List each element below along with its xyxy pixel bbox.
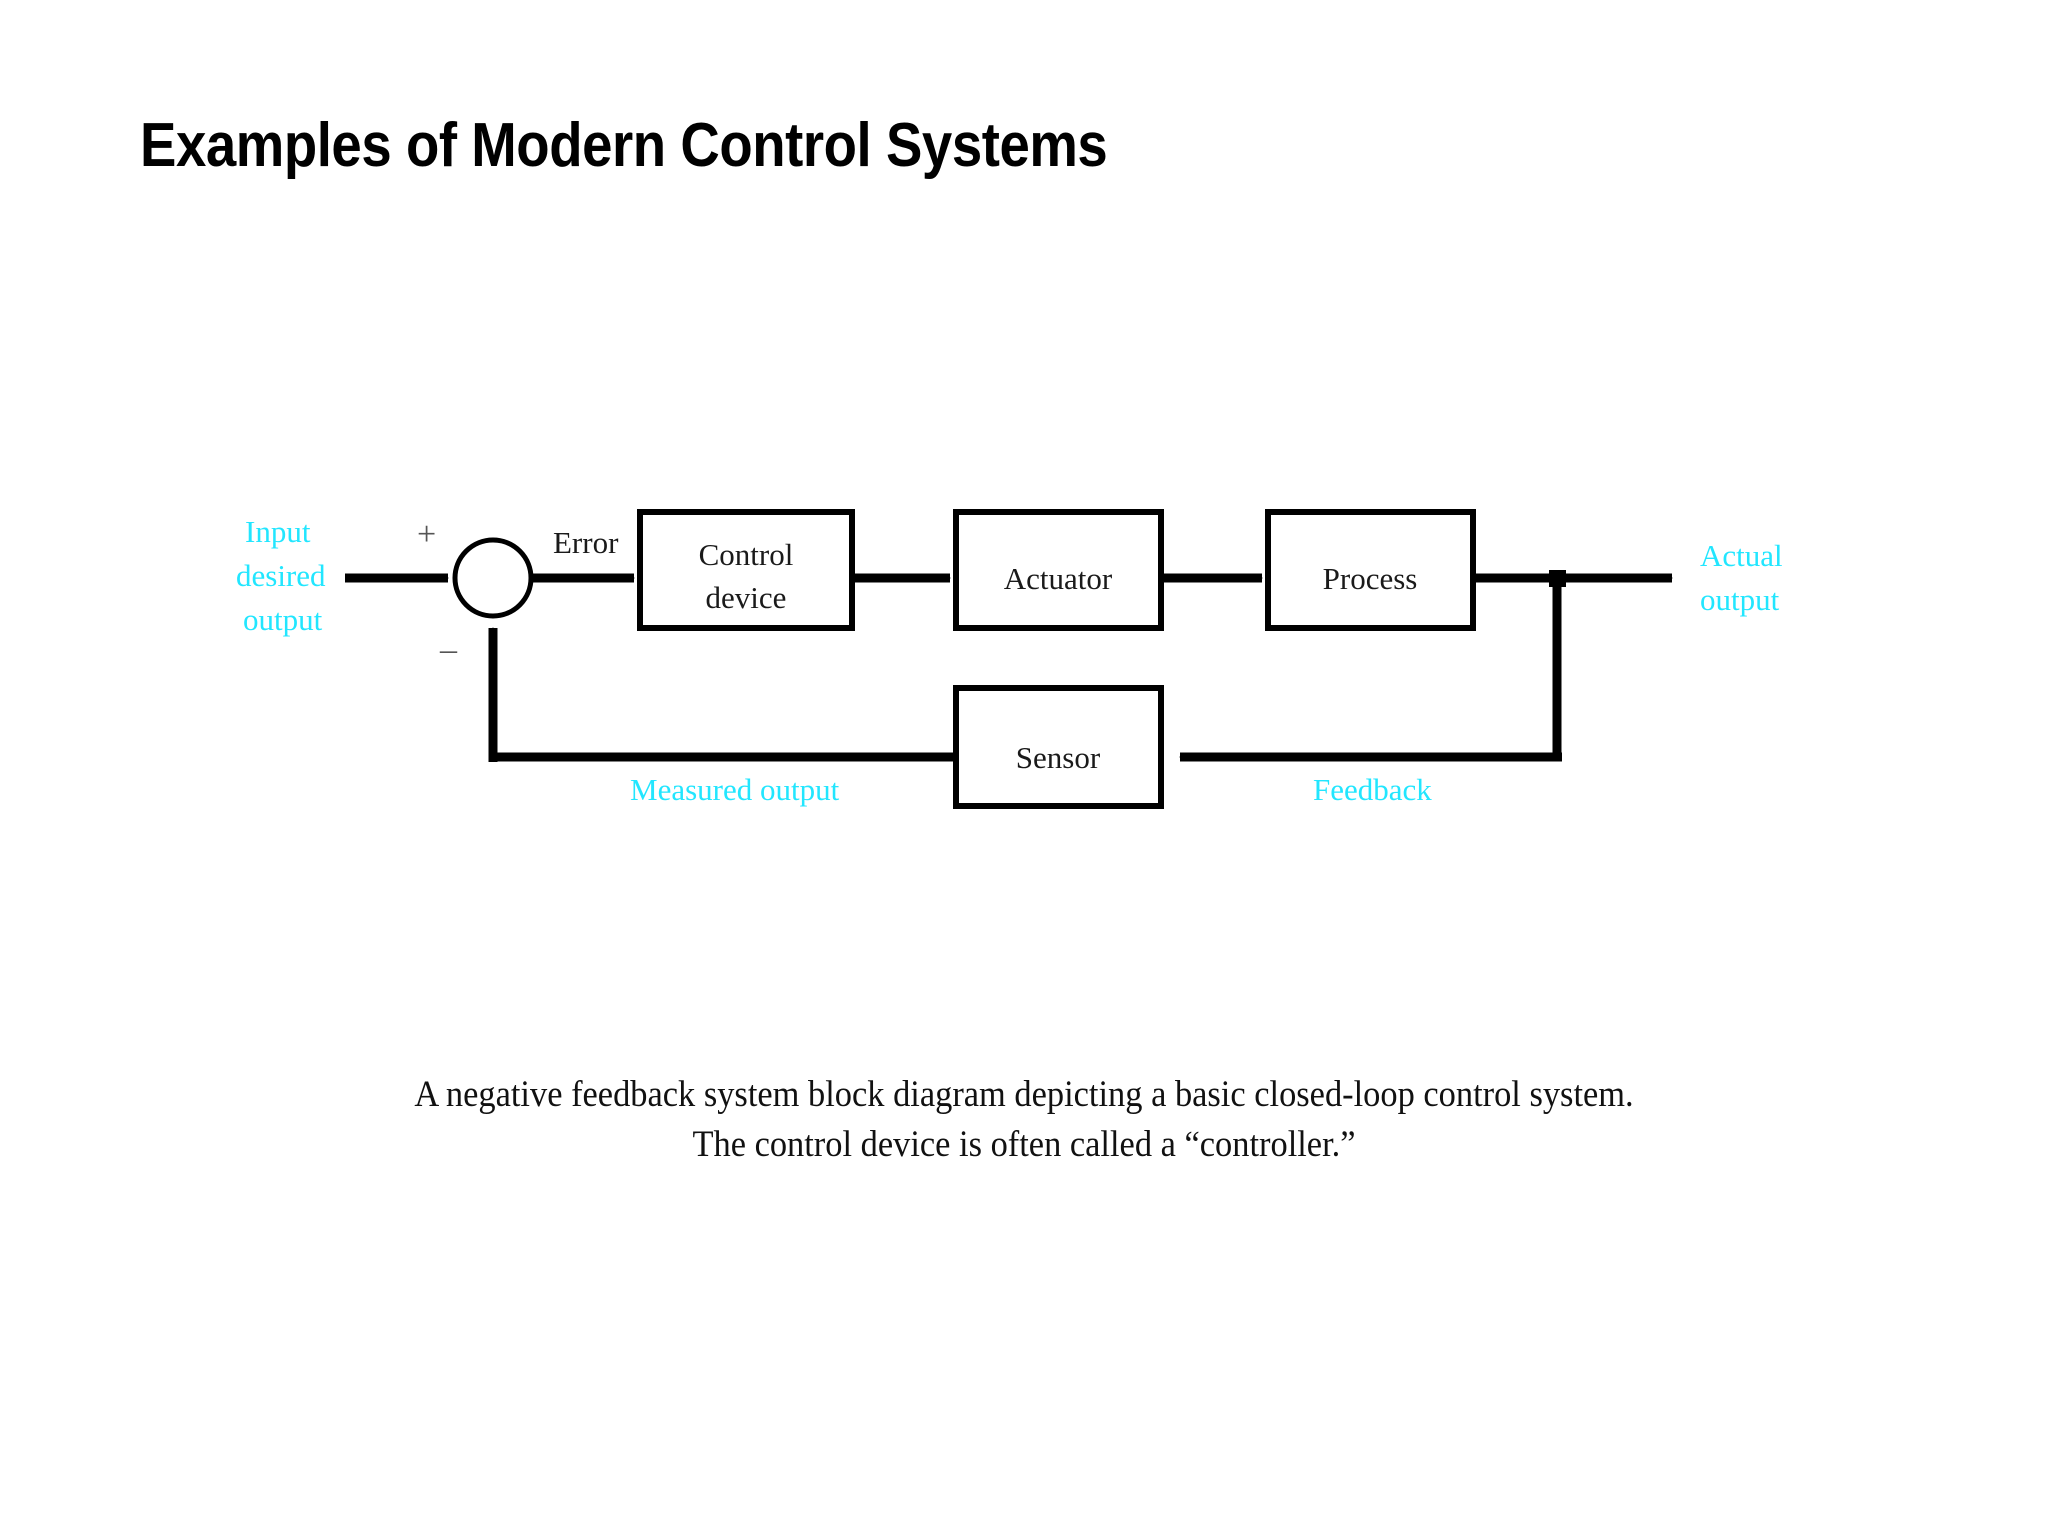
feedback-path xyxy=(1179,578,1562,762)
block-actuator[interactable]: Actuator xyxy=(953,509,1164,631)
label-input-desired-output: Input desired output xyxy=(236,514,326,637)
page-title: Examples of Modern Control Systems xyxy=(140,111,1108,180)
block-control-device-label-line2: device xyxy=(706,580,787,615)
label-measured-output: Measured output xyxy=(630,772,840,807)
measured-output-path xyxy=(488,627,956,762)
label-error: Error xyxy=(553,525,619,560)
label-input-line2: desired xyxy=(236,558,326,593)
label-actual-output-line1: Actual xyxy=(1700,538,1783,573)
block-sensor[interactable]: Sensor xyxy=(953,685,1164,809)
block-process[interactable]: Process xyxy=(1265,509,1476,631)
summing-plus-sign: + xyxy=(417,516,436,553)
label-feedback: Feedback xyxy=(1313,772,1432,807)
block-process-label: Process xyxy=(1323,561,1418,596)
label-actual-output: Actual output xyxy=(1700,538,1783,617)
label-input-line1: Input xyxy=(245,514,311,549)
figure-caption: A negative feedback system block diagram… xyxy=(0,1070,2048,1170)
figure-caption-line1: A negative feedback system block diagram… xyxy=(414,1074,1634,1115)
block-control-device[interactable]: Control device xyxy=(637,509,855,631)
summing-junction-circle xyxy=(452,537,534,619)
summing-minus-sign: – xyxy=(439,631,458,668)
label-actual-output-line2: output xyxy=(1700,582,1780,617)
block-sensor-label: Sensor xyxy=(1016,740,1101,775)
label-input-line3: output xyxy=(243,602,323,637)
block-actuator-label: Actuator xyxy=(1004,561,1113,596)
block-control-device-label-line1: Control xyxy=(699,537,794,572)
output-signal-arrow xyxy=(1473,570,1673,587)
figure-caption-line2: The control device is often called a “co… xyxy=(692,1124,1356,1165)
